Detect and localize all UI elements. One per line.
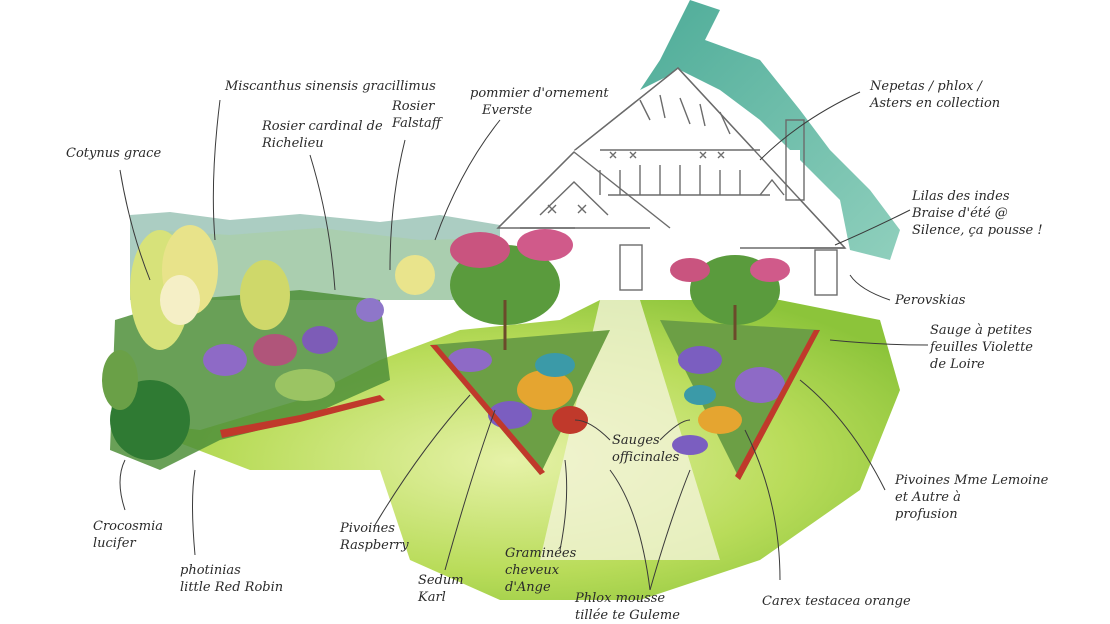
- label-pommier: pommier d'ornement Everste: [470, 86, 609, 118]
- label-graminees: Graminées cheveux d'Ange: [505, 546, 577, 595]
- label-pivoines-raspberry: Pivoines Raspberry: [340, 521, 409, 553]
- sky-wash: [640, 0, 900, 260]
- label-rosier-cardinal: Rosier cardinal de Richelieu: [262, 119, 383, 151]
- label-crocosmia: Crocosmia lucifer: [93, 519, 164, 551]
- center-right-bed: [660, 255, 820, 480]
- left-border-bed: [102, 225, 435, 470]
- label-nepetas: Nepetas / phlox / Asters en collection: [870, 79, 1001, 111]
- label-sedum: Sedum Karl: [418, 573, 464, 605]
- leader-lines: [119, 91, 929, 591]
- label-pivoines-lemoine: Pivoines Mme Lemoine et Autre à profusio…: [895, 473, 1049, 522]
- label-miscanthus: Miscanthus sinensis gracillimus: [225, 79, 436, 94]
- label-rosier-falstaff: Rosier Falstaff: [392, 99, 441, 131]
- label-carex: Carex testacea orange: [762, 594, 911, 609]
- label-phlox-mousse: Phlox mousse tillée te Guleme: [575, 591, 680, 623]
- label-sauges-officinales: Sauges officinales: [612, 433, 680, 465]
- label-perovskias: Perovskias: [895, 293, 966, 308]
- center-left-bed: [430, 229, 610, 475]
- label-sauge-petites: Sauge à petites feuilles Violette de Loi…: [930, 323, 1033, 372]
- label-photinias: photinias little Red Robin: [180, 563, 284, 595]
- label-cotynus: Cotynus grace: [66, 146, 162, 161]
- label-lilas: Lilas des indes Braise d'été @ Silence, …: [912, 189, 1043, 238]
